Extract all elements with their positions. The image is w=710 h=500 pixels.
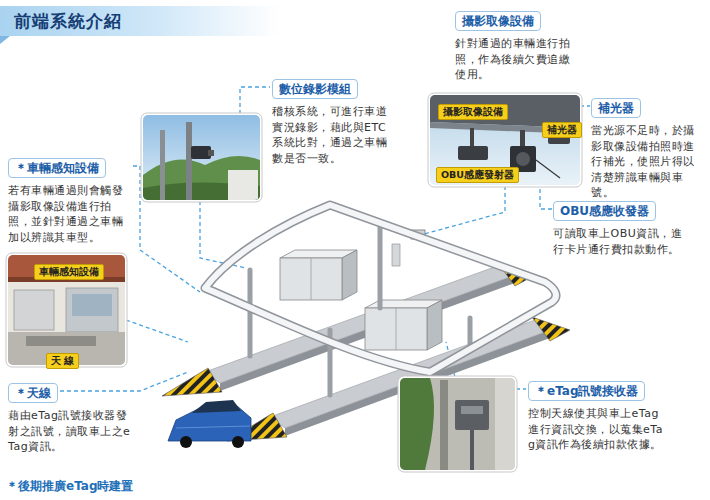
callout-box: 補光器當光源不足時，於攝影取像設備拍照時進行補光，使照片得以清楚辨識車輛與車號。: [591, 97, 705, 201]
footnote: ＊後期推廣eTag時建置: [6, 478, 133, 494]
photo-tag-label: 補光器: [542, 122, 582, 138]
callout-heading: ＊eTag訊號接收器: [528, 381, 645, 401]
photo-tag: 補光器: [542, 118, 582, 138]
callout-box: ＊天線藉由eTag訊號接收器發射之訊號，讀取車上之eTag資訊。: [8, 382, 133, 455]
callout-heading: 補光器: [591, 98, 641, 118]
callout-heading: ＊車輛感知設備: [8, 158, 106, 178]
callout-text: 針對通過的車輛進行拍照，作為後續欠費追繳使用。: [455, 36, 581, 83]
camera-photo: [428, 93, 582, 187]
photo-tag-label: 攝影取像設備: [438, 104, 508, 120]
photo-tag: OBU感應發射器: [436, 163, 519, 183]
callout-text: 可讀取車上OBU資訊，進行卡片通行費扣款動作。: [553, 226, 693, 257]
callout-heading: OBU感應收發器: [553, 201, 656, 221]
callout-text: 若有車輛通過則會觸發攝影取像設備進行拍照，並針對通過之車輛加以辨識其車型。: [8, 183, 130, 245]
callout-text: 藉由eTag訊號接收器發射之訊號，讀取車上之eTag資訊。: [8, 408, 133, 455]
photo-tag: 攝影取像設備: [438, 100, 508, 120]
page-title: 前端系統介紹: [14, 10, 122, 32]
sensor-photo: [6, 253, 127, 367]
photo-tag-label: 車輛感知設備: [34, 264, 104, 280]
callout-box: ＊eTag訊號接收器控制天線使其與車上eTag進行資訊交換，以蒐集eTag資訊作…: [528, 380, 670, 453]
recorder-photo: [141, 113, 262, 202]
etag-photo: [398, 376, 517, 472]
callout-text: 控制天線使其與車上eTag進行資訊交換，以蒐集eTag資訊作為後續扣款依據。: [528, 406, 670, 453]
photo-tag-label: 天 線: [46, 353, 79, 369]
callout-text: 稽核系統，可進行車道實況錄影，藉此與ETC系統比對，通過之車輛數是否一致。: [272, 104, 390, 166]
callout-heading: 攝影取像設備: [455, 11, 541, 31]
callout-heading: ＊天線: [8, 383, 58, 403]
callout-box: 數位錄影模組稽核系統，可進行車道實況錄影，藉此與ETC系統比對，通過之車輛數是否…: [272, 78, 390, 166]
callout-text: 當光源不足時，於攝影取像設備拍照時進行補光，使照片得以清楚辨識車輛與車號。: [591, 123, 705, 201]
callout-box: 攝影取像設備針對通過的車輛進行拍照，作為後續欠費追繳使用。: [455, 10, 581, 83]
photo-tag: 天 線: [46, 349, 79, 369]
callout-box: ＊車輛感知設備若有車輛通過則會觸發攝影取像設備進行拍照，並針對通過之車輛加以辨識…: [8, 157, 130, 245]
callout-box: OBU感應收發器可讀取車上OBU資訊，進行卡片通行費扣款動作。: [553, 200, 693, 257]
callout-heading: 數位錄影模組: [272, 79, 358, 99]
photo-tag: 車輛感知設備: [34, 260, 104, 280]
banner-corner: [0, 36, 10, 44]
photo-tag-label: OBU感應發射器: [436, 167, 519, 183]
